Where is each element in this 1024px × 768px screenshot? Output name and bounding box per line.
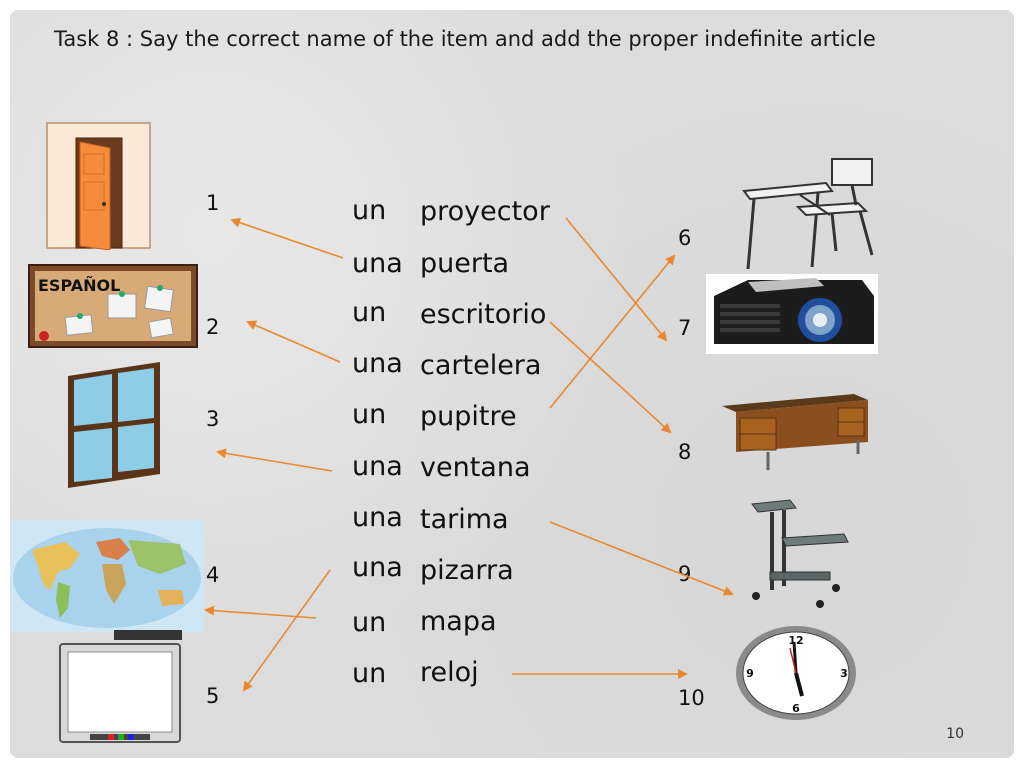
board-label: ESPAÑOL (38, 276, 121, 295)
window-picture (68, 362, 160, 488)
arrow-mapa-to-4 (204, 605, 317, 619)
article-2: una (352, 248, 403, 279)
number-9: 9 (678, 562, 692, 586)
noun-1: proyector (420, 196, 550, 227)
svg-text:3: 3 (840, 667, 848, 680)
svg-text:9: 9 (746, 667, 754, 680)
article-3: un (352, 297, 387, 328)
number-10: 10 (678, 686, 705, 710)
number-5: 5 (206, 684, 220, 708)
student-desk-picture (742, 158, 874, 270)
article-8: una (352, 552, 403, 583)
teacher-desk-picture (722, 394, 868, 470)
matching-arrows (204, 217, 734, 692)
projector-picture (706, 274, 878, 354)
noun-8: pizarra (420, 555, 514, 586)
platform-stand-picture (751, 499, 849, 608)
clock-picture: 12 3 6 9 (736, 626, 856, 720)
svg-text:6: 6 (792, 702, 800, 715)
number-2: 2 (206, 315, 220, 339)
article-5: un (352, 399, 387, 430)
article-1: un (352, 195, 387, 226)
article-10: un (352, 658, 387, 689)
number-1: 1 (206, 191, 220, 215)
whiteboard-picture (59, 630, 182, 743)
noun-4: cartelera (420, 350, 542, 381)
arrow-puerta-to-1 (230, 217, 344, 259)
noun-3: escritorio (420, 299, 547, 330)
number-6: 6 (678, 226, 692, 250)
task-title: Task 8 : Say the correct name of the ite… (54, 27, 876, 51)
arrow-ventana-to-3 (216, 448, 333, 472)
noun-10: reloj (420, 657, 479, 688)
bulletin-board-picture (28, 264, 198, 348)
door-picture (46, 122, 151, 250)
number-7: 7 (678, 316, 692, 340)
svg-text:12: 12 (788, 634, 803, 647)
slide: Task 8 : Say the correct name of the ite… (10, 10, 1014, 758)
noun-5: pupitre (420, 401, 517, 432)
noun-9: mapa (420, 606, 497, 637)
arrow-proyector-to-7 (565, 217, 668, 342)
arrow-escritorio-to-8 (549, 321, 672, 434)
arrow-tarima-to-9 (549, 521, 734, 596)
number-8: 8 (678, 440, 692, 464)
article-6: una (352, 451, 403, 482)
noun-6: ventana (420, 452, 531, 483)
number-3: 3 (206, 407, 220, 431)
number-4: 4 (206, 563, 220, 587)
article-7: una (352, 502, 403, 533)
noun-7: tarima (420, 504, 509, 535)
page-number: 10 (946, 726, 964, 742)
article-4: una (352, 348, 403, 379)
noun-2: puerta (420, 248, 510, 279)
arrow-pupitre-to-6 (549, 254, 676, 409)
arrow-cartelera-to-2 (246, 320, 341, 363)
article-9: un (352, 607, 387, 638)
world-map-picture (10, 520, 204, 632)
arrow-pizarra-to-5 (242, 569, 331, 692)
